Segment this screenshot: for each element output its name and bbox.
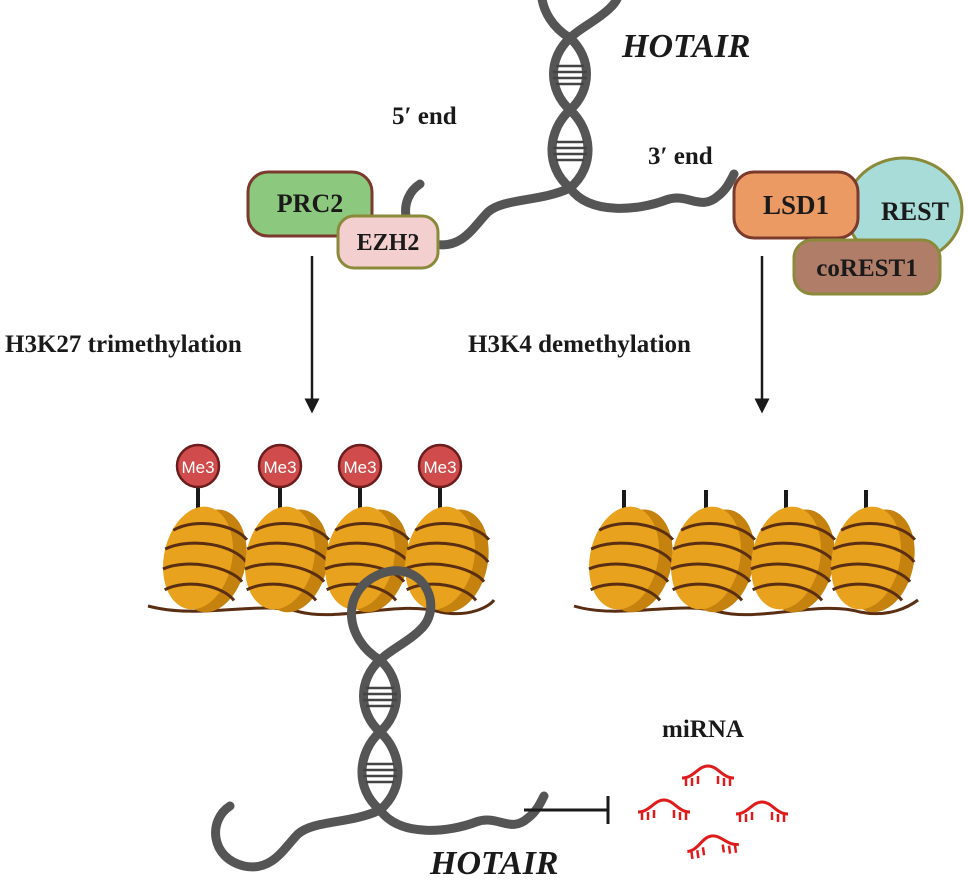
lsd1-label: LSD1 — [763, 190, 829, 220]
dna-strand-left — [147, 599, 496, 617]
mirna-cluster — [636, 764, 790, 861]
mirna-label: miRNA — [662, 716, 744, 743]
me3-mark — [175, 443, 221, 489]
corest1-box — [792, 238, 942, 296]
nucleosome — [578, 498, 684, 621]
mirna-hairpin — [680, 764, 736, 788]
me3-label: Me3 — [343, 458, 376, 477]
hotair-title-bottom: HOTAIR — [429, 845, 558, 882]
nucleosome — [234, 498, 340, 621]
mirna-hairpin — [636, 798, 692, 822]
right-process-label: H3K4 demethylation — [468, 331, 691, 358]
nucleosome-row-demethylated — [573, 490, 926, 621]
lsd1-complex: REST LSD1 coREST1 — [732, 156, 964, 296]
me3-mark — [417, 443, 463, 489]
ezh2-label: EZH2 — [357, 230, 420, 256]
inhibition-symbol — [524, 796, 610, 824]
me3-label: Me3 — [423, 458, 456, 477]
nucleosome — [740, 498, 846, 621]
prc2-label: PRC2 — [277, 189, 343, 218]
corest1-label: coREST1 — [816, 255, 917, 282]
me3-label: Me3 — [263, 458, 296, 477]
five-prime-label: 5′ end — [392, 103, 457, 130]
ezh2-box — [336, 214, 440, 270]
left-process-label: H3K27 trimethylation — [5, 331, 242, 358]
nucleosome — [820, 498, 926, 621]
nucleosome — [314, 498, 420, 621]
me3-mark — [257, 443, 303, 489]
hotair-rna-bottom — [216, 571, 544, 867]
me3-mark — [337, 443, 383, 489]
mirna-hairpin — [734, 800, 790, 824]
hotair-title-top: HOTAIR — [621, 28, 750, 65]
prc2-box — [246, 170, 374, 238]
rest-label: REST — [881, 197, 949, 226]
nucleosome-row-methylated: Me3 Me3 Me3 Me3 — [147, 443, 500, 621]
three-prime-label: 3′ end — [648, 143, 713, 170]
mirna-hairpin — [684, 830, 742, 861]
nucleosome — [660, 498, 766, 621]
me3-label: Me3 — [181, 458, 214, 477]
nucleosome — [394, 498, 500, 621]
prc2-complex: PRC2 EZH2 — [246, 170, 440, 270]
lsd1-box — [732, 170, 860, 240]
nucleosome — [152, 498, 258, 621]
